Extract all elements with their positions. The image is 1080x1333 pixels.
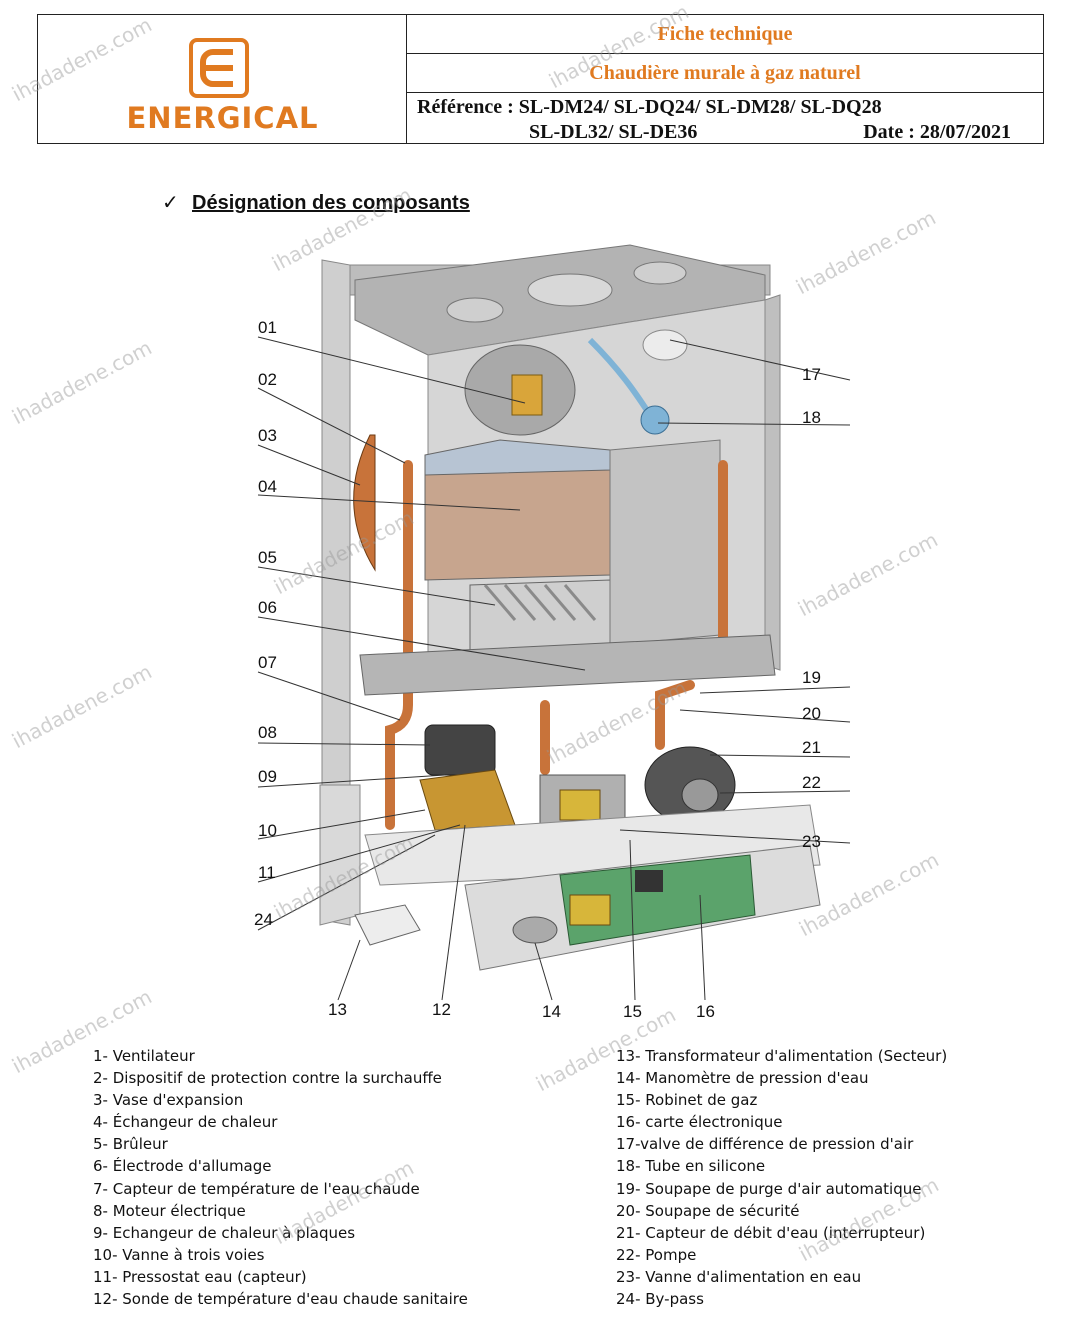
legend-item: 13- Transformateur d'alimentation (Secte… <box>616 1047 948 1065</box>
section-heading: ✓ Désignation des composants <box>162 190 470 215</box>
legend-item: 7- Capteur de température de l'eau chaud… <box>93 1179 420 1198</box>
legend-left: 1- Ventilateur 2- Dispositif de protecti… <box>93 1045 468 1310</box>
callout-13: 13 <box>328 1000 347 1019</box>
legend-item: 2- Dispositif de protection contre la su… <box>93 1069 442 1088</box>
legend-item: 14- Manomètre de pression d'eau <box>616 1069 869 1088</box>
legend-item: 6- Électrode d'allumage <box>93 1157 272 1176</box>
legend-item: 4- Échangeur de chaleur <box>93 1113 278 1132</box>
legend-item: 24- By-pass <box>616 1290 704 1309</box>
legend-item: 15- Robinet de gaz <box>616 1091 758 1110</box>
legend-item: 18- Tube en silicone <box>616 1157 766 1176</box>
watermark: ihadadene.com <box>8 659 156 754</box>
logo-text: ENERGICAL <box>126 101 319 135</box>
callout-04: 04 <box>258 477 277 496</box>
legend-item: 19- Soupape de purge d'air automatique <box>616 1179 922 1198</box>
checkmark-icon: ✓ <box>162 192 179 214</box>
legend-item: 17-valve de différence de pression d'air <box>616 1135 914 1154</box>
legend-item: 10- Vanne à trois voies <box>93 1245 265 1264</box>
callout-20: 20 <box>802 704 821 723</box>
doc-date: Date : 28/07/2021 <box>863 121 1011 143</box>
callout-18: 18 <box>802 408 821 427</box>
callout-05: 05 <box>258 548 277 567</box>
legend-item: 22- Pompe <box>616 1245 697 1264</box>
callout-19: 19 <box>802 668 821 687</box>
callout-24: 24 <box>254 910 273 929</box>
subtitle-row: Chaudière murale à gaz naturel <box>407 54 1043 93</box>
title-row: Fiche technique <box>407 15 1043 54</box>
energical-logo-icon <box>189 38 249 98</box>
callout-21: 21 <box>802 738 821 757</box>
callout-14: 14 <box>542 1002 561 1021</box>
callout-06: 06 <box>258 598 277 617</box>
legend-item: 11- Pressostat eau (capteur) <box>93 1267 307 1286</box>
callout-11: 11 <box>258 863 276 882</box>
legend-item: 20- Soupape de sécurité <box>616 1201 800 1220</box>
callout-03: 03 <box>258 426 277 445</box>
doc-title: Fiche technique <box>657 22 793 45</box>
legend-right: 13- Transformateur d'alimentation (Secte… <box>616 1045 947 1310</box>
legend-item: 21- Capteur de débit d'eau (interrupteur… <box>616 1223 926 1242</box>
legend-item: 1- Ventilateur <box>93 1047 195 1065</box>
document-header: ENERGICAL Fiche technique Chaudière mura… <box>37 14 1044 144</box>
legend-item: 8- Moteur électrique <box>93 1201 246 1220</box>
watermark: ihadadene.com <box>8 335 156 430</box>
callout-12: 12 <box>432 1000 451 1019</box>
callout-07: 07 <box>258 653 277 672</box>
legend-item: 12- Sonde de température d'eau chaude sa… <box>93 1290 468 1309</box>
callout-10: 10 <box>258 821 277 840</box>
boiler-diagram: 01 02 03 04 05 06 07 08 09 10 11 24 17 1… <box>254 244 851 1021</box>
reference-row: Référence : SL-DM24/ SL-DQ24/ SL-DM28/ S… <box>407 93 1043 143</box>
legend-item: 5- Brûleur <box>93 1135 168 1154</box>
callout-15: 15 <box>623 1002 642 1021</box>
doc-subtitle: Chaudière murale à gaz naturel <box>589 61 861 84</box>
callout-16: 16 <box>696 1002 715 1021</box>
callout-08: 08 <box>258 723 277 742</box>
callout-09: 09 <box>258 767 277 786</box>
legend-item: 9- Echangeur de chaleur à plaques <box>93 1223 356 1242</box>
callout-23: 23 <box>802 832 821 851</box>
callout-02: 02 <box>258 370 277 389</box>
callout-22: 22 <box>802 773 821 792</box>
legend-item: 3- Vase d'expansion <box>93 1091 244 1110</box>
logo-cell: ENERGICAL <box>38 15 407 143</box>
legend-item: 23- Vanne d'alimentation en eau <box>616 1267 862 1286</box>
reference-line-2: SL-DL32/ SL-DE36 <box>529 121 698 143</box>
legend-item: 16- carte électronique <box>616 1113 783 1132</box>
callout-01: 01 <box>258 318 277 337</box>
callout-17: 17 <box>802 365 821 384</box>
reference-line-1: Référence : SL-DM24/ SL-DQ24/ SL-DM28/ S… <box>417 96 882 118</box>
section-title: Désignation des composants <box>192 192 470 214</box>
